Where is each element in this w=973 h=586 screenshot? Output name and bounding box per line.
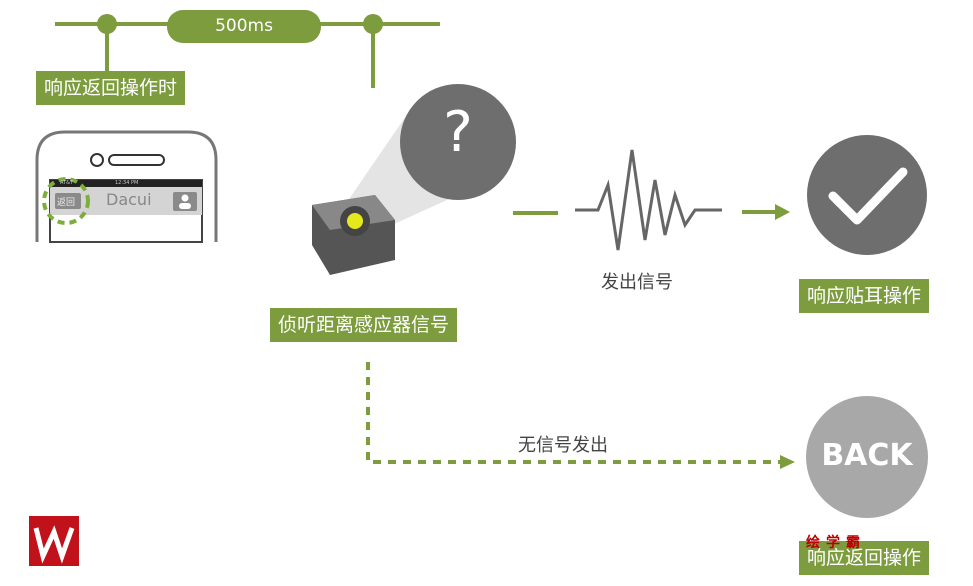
- no-signal-label: 无信号发出: [518, 435, 608, 456]
- back-button: BACK: [821, 438, 913, 473]
- phone-title: Dacui: [106, 190, 152, 209]
- timeline-end-dot: [363, 14, 383, 34]
- watermark: 绘学霸: [806, 535, 866, 551]
- timeline-start-dot: [97, 14, 117, 34]
- checkmark-icon: [828, 167, 908, 225]
- signal-label: 发出信号: [601, 272, 673, 293]
- back-circle: [806, 396, 928, 518]
- ok-label: 响应贴耳操作: [799, 279, 930, 313]
- logo: [29, 516, 79, 566]
- phone-illustration: [35, 130, 218, 243]
- sensor-illustration: [312, 84, 516, 275]
- check-circle: [807, 135, 927, 255]
- question-circle: [400, 84, 516, 200]
- back-label: 响应返回操作: [799, 541, 930, 575]
- duration-label: 500ms: [215, 16, 273, 36]
- status-carrier: AT&T: [60, 180, 74, 186]
- arrow-icon: [775, 204, 790, 220]
- dashed-path: [366, 362, 780, 464]
- sensor-label: 侦听距离感应器信号: [270, 308, 458, 342]
- timeline-label: 响应返回操作时: [36, 71, 186, 105]
- signal-wave: [575, 149, 722, 251]
- question-icon: ?: [443, 100, 473, 165]
- status-time: 12:34 PM: [115, 180, 139, 186]
- duration-pill: [167, 10, 321, 43]
- phone-back-button[interactable]: 返回: [57, 198, 76, 208]
